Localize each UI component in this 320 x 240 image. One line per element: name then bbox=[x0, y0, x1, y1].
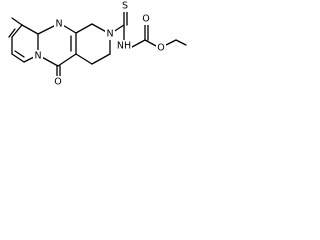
bond-methyl bbox=[11, 17, 23, 26]
atom-s-thio: S bbox=[122, 1, 128, 12]
ring-center bbox=[37, 23, 77, 81]
atom-n-ring1: N bbox=[55, 19, 62, 30]
ring-right bbox=[75, 23, 111, 65]
ring-left bbox=[8, 24, 39, 63]
molecule-structure: N N N O S NH O O bbox=[8, 0, 187, 88]
atom-nh-amide: NH bbox=[117, 41, 131, 52]
atom-o-ketone: O bbox=[54, 77, 61, 88]
atom-o-carbonyl: O bbox=[142, 14, 149, 25]
atom-o-ester: O bbox=[157, 43, 164, 54]
atom-n-piperidine: N bbox=[106, 29, 113, 40]
atom-n-ring2: N bbox=[34, 51, 41, 62]
